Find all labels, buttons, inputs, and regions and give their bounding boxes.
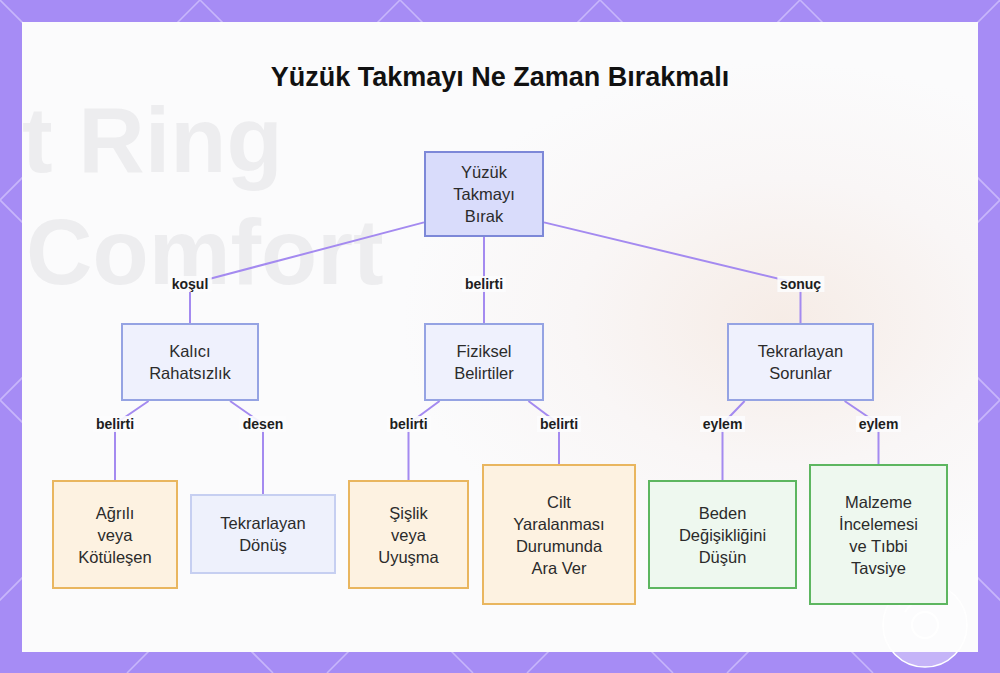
node-label: Yüzük Takmayı Bırak [444,161,524,227]
category-box: Fiziksel Belirtiler [424,323,544,401]
edge-label: eylem [856,416,902,432]
connector-line [190,222,424,323]
action-box: Beden Değişikliğini Düşün [648,480,797,589]
node-label: Ağrılı veya Kötüleşen [78,502,151,568]
symptom-box: Ağrılı veya Kötüleşen [52,480,178,589]
node-label: Beden Değişikliğini Düşün [674,502,771,568]
category-box: Kalıcı Rahatsızlık [121,323,259,401]
connector-line [528,401,559,464]
diagram-title: Yüzük Takmayı Ne Zaman Bırakmalı [0,62,1000,93]
connector-line [845,401,879,464]
edge-label: desen [240,416,286,432]
edge-label: belirti [462,276,506,292]
node-label: Tekrarlayan Sorunlar [747,340,854,384]
symptom-box: Cilt Yaralanması Durumunda Ara Ver [482,464,636,605]
node-label: Fiziksel Belirtiler [438,340,530,384]
edge-label: belirti [386,416,430,432]
action-box: Malzeme İncelemesi ve Tıbbi Tavsiye [809,464,948,605]
symptom-box: Şişlik veya Uyuşma [348,480,469,589]
category-box: Tekrarlayan Sorunlar [727,323,874,401]
node-label: Şişlik veya Uyuşma [376,502,441,568]
connector-line [723,401,745,480]
pattern-box: Tekrarlayan Dönüş [190,494,336,574]
connector-line [230,401,263,494]
watermark-text: t Ring [22,88,283,193]
connector-line [115,401,149,480]
root-box: Yüzük Takmayı Bırak [424,151,544,237]
edge-label: eylem [700,416,746,432]
edge-label: koşul [169,276,212,292]
edge-label: sonuç [777,276,824,292]
node-label: Cilt Yaralanması Durumunda Ara Ver [512,491,606,579]
connector-line [409,401,440,480]
edge-label: belirti [93,416,137,432]
edge-label: belirti [537,416,581,432]
node-label: Tekrarlayan Dönüş [212,512,314,556]
connector-line [544,222,801,323]
node-label: Kalıcı Rahatsızlık [143,340,237,384]
node-label: Malzeme İncelemesi ve Tıbbi Tavsiye [835,491,922,579]
